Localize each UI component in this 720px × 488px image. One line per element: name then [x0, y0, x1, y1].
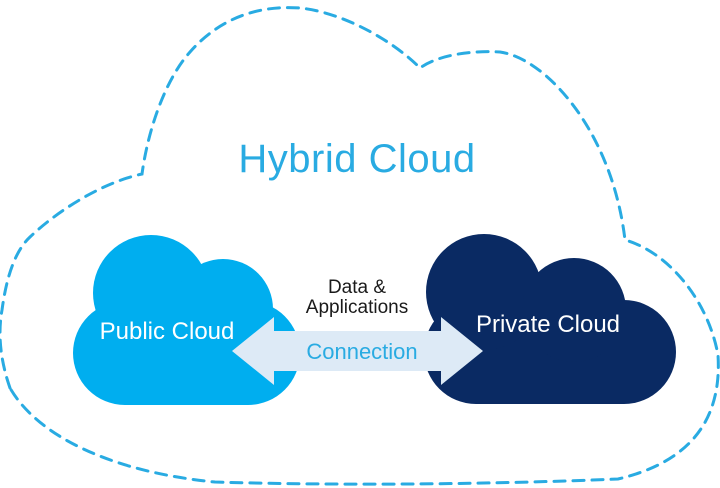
private-cloud-label: Private Cloud [475, 311, 621, 338]
public-cloud-label: Public Cloud [99, 318, 235, 345]
connection-arrow [232, 317, 483, 385]
data-applications-label: Data & Applications [257, 278, 457, 318]
data-applications-line1: Data & [327, 277, 387, 298]
hybrid-cloud-outline-shape [0, 6, 720, 486]
data-applications-line2: Applications [305, 297, 409, 318]
private-cloud-shape [424, 234, 676, 404]
public-cloud-shape [73, 235, 300, 405]
hybrid-cloud-title: Hybrid Cloud [238, 137, 476, 181]
connection-label: Connection [306, 339, 418, 364]
